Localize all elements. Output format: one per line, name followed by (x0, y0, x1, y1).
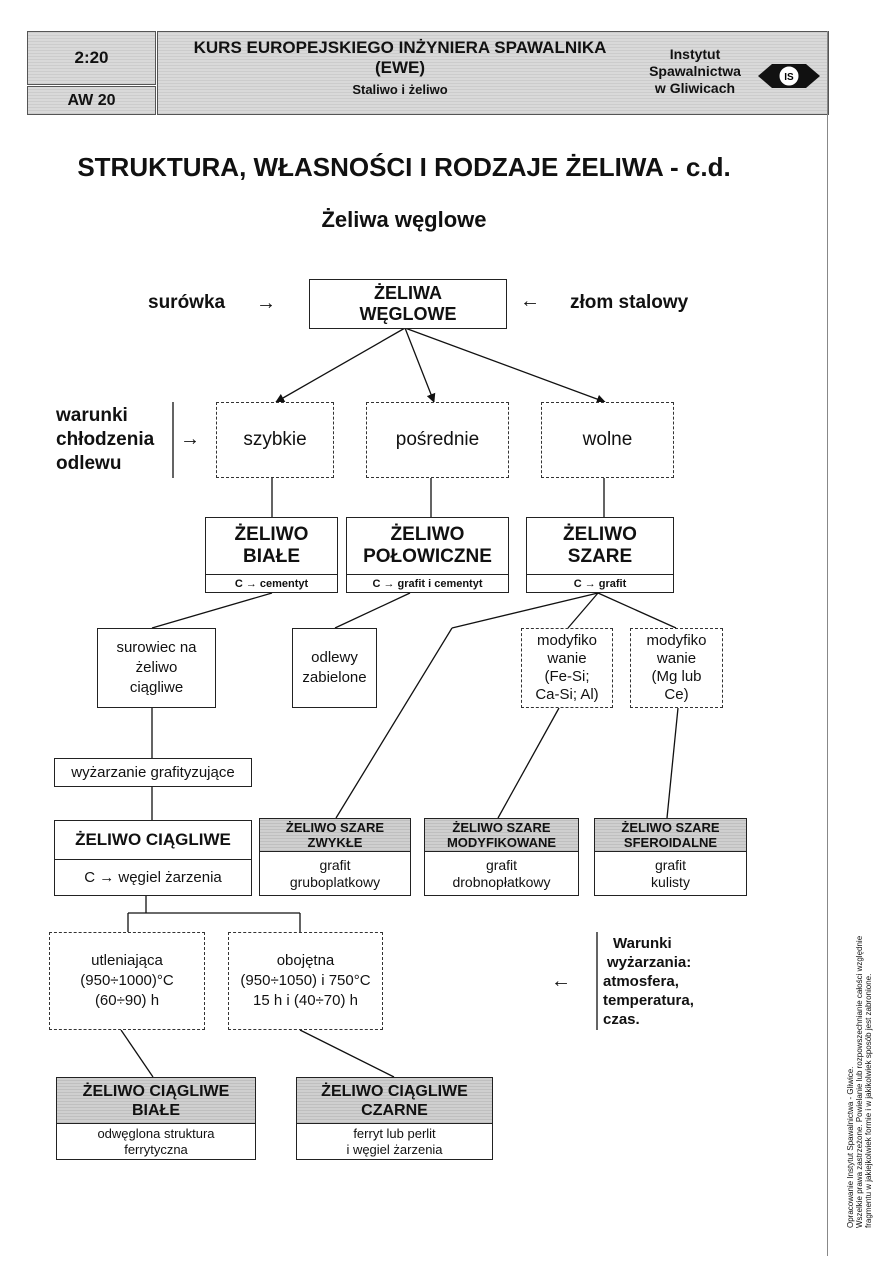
box-graphitizing-annealing: wyżarzanie grafityzujące (54, 758, 252, 787)
input-scrap-steel: złom stalowy (570, 292, 689, 313)
box-whiteheart-malleable: ŻELIWO CIĄGLIWE BIAŁE odwęglona struktur… (56, 1077, 256, 1160)
course-abbrev: (EWE) (374, 58, 426, 77)
cooling-fast: szybkie (216, 402, 334, 478)
doc-code-box: AW 20 (27, 86, 156, 115)
box-oxidizing-atmosphere: utleniająca (950÷1000)°C (60÷90) h (49, 932, 205, 1030)
box-modification-mgce: modyfiko wanie (Mg lub Ce) (630, 628, 723, 708)
course-topic: Staliwo i żeliwo (352, 82, 448, 97)
doc-code: AW 20 (67, 91, 116, 109)
annealing-conditions: Warunki wyżarzania: atmosfera, temperatu… (603, 935, 694, 1028)
box-neutral-atmosphere: obojętna (950÷1050) i 750°C 15 h i (40÷7… (228, 932, 383, 1030)
page-code-box: 2:20 (27, 31, 156, 85)
svg-text:IS: IS (784, 72, 794, 83)
page-subtitle: Żeliwa węglowe (321, 207, 487, 232)
box-gray-modified: ŻELIWO SZARE MODYFIKOWANE grafit drobnop… (424, 818, 579, 896)
box-pig-for-malleable: surowiec na żeliwo ciągliwe (97, 628, 216, 708)
box-carbon-cast-irons: ŻELIWA WĘGLOWE (309, 279, 507, 329)
institute-logo-icon: IS (758, 62, 820, 90)
cooling-medium: pośrednie (366, 402, 509, 478)
box-malleable-cast-iron: ŻELIWO CIĄGLIWE C → węgiel żarzenia (54, 820, 252, 896)
box-gray-cast-iron: ŻELIWO SZARE C → grafit (526, 517, 674, 593)
box-mottled-cast-iron: ŻELIWO POŁOWICZNE C → grafit i cementyt (346, 517, 509, 593)
box-gray-nodular: ŻELIWO SZARE SFEROIDALNE grafit kulisty (594, 818, 747, 896)
page-margin-line (827, 31, 828, 1256)
box-gray-ordinary: ŻELIWO SZARE ZWYKŁE grafit gruboplatkowy (259, 818, 411, 896)
page-code: 2:20 (74, 48, 109, 67)
input-pig-iron: surówka (148, 292, 226, 313)
arrow-right-icon: → (256, 292, 276, 314)
arrow-left-icon: ← (551, 970, 571, 992)
arrow-right-icon: → (180, 428, 200, 450)
cooling-label: warunki chłodzenia odlewu (56, 405, 155, 474)
box-chilled-castings: odlewy zabielone (292, 628, 377, 708)
box-modification-fesi: modyfiko wanie (Fe-Si; Ca-Si; Al) (521, 628, 613, 708)
arrow-left-icon: ← (520, 290, 540, 312)
box-blackheart-malleable: ŻELIWO CIĄGLIWE CZARNE ferryt lub perlit… (296, 1077, 493, 1160)
course-title-block: KURS EUROPEJSKIEGO INŻYNIERA SPAWALNIKA … (170, 38, 630, 97)
copyright-note: Opracowanie Instytut Spawalnictwa - Gliw… (846, 935, 873, 1228)
course-header (157, 31, 829, 115)
box-white-cast-iron: ŻELIWO BIAŁE C → cementyt (205, 517, 338, 593)
cooling-slow: wolne (541, 402, 674, 478)
page-title: STRUKTURA, WŁASNOŚCI I RODZAJE ŻELIWA - … (77, 152, 731, 182)
institute-name: Instytut Spawalnictwa w Gliwicach (649, 46, 741, 96)
course-name: KURS EUROPEJSKIEGO INŻYNIERA SPAWALNIKA (193, 38, 607, 57)
